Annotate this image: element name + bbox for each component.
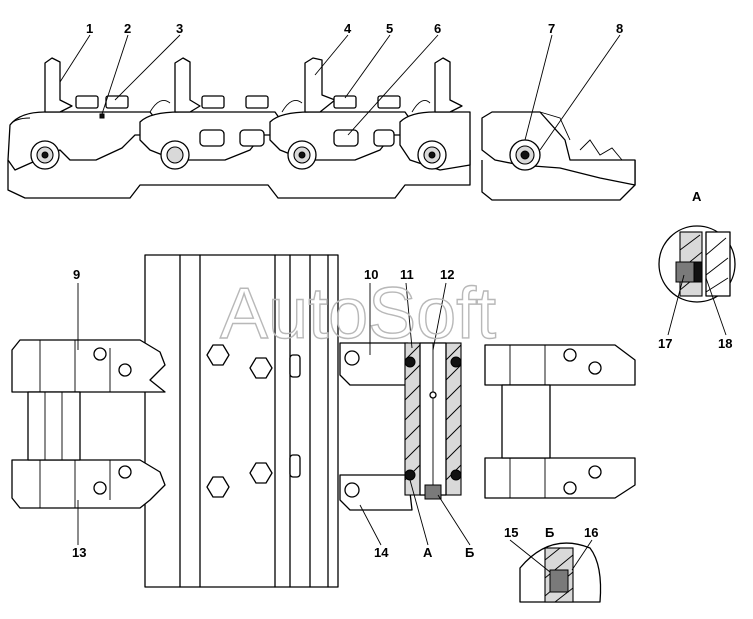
grouser-1: [44, 57, 73, 113]
callout-16: 16: [584, 525, 598, 540]
grouser-4: [434, 57, 463, 113]
section-marker-a: А: [423, 545, 433, 560]
detail-b: [519, 542, 602, 603]
track-chain-side-view: [7, 57, 636, 201]
left-link-bottom: [11, 459, 166, 509]
right-link-bottom: [484, 457, 636, 499]
leader-lines: [59, 34, 727, 573]
callout-7: 7: [548, 21, 555, 36]
callout-12: 12: [440, 267, 454, 282]
callout-labels: 1 2 3 4 5 6 7 8 9 10 11 12 13 14 15 16 1…: [72, 21, 732, 560]
callout-18: 18: [718, 336, 732, 351]
pin-section: [404, 342, 462, 500]
right-bushing: [501, 384, 551, 459]
callout-3: 3: [176, 21, 183, 36]
track-pins-side: [30, 139, 541, 171]
section-marker-b: Б: [465, 545, 474, 560]
detail-a: [658, 225, 736, 303]
grouser-2: [174, 57, 201, 113]
callout-1: 1: [86, 21, 93, 36]
right-link-top: [484, 344, 636, 386]
callout-13: 13: [72, 545, 86, 560]
callout-11: 11: [400, 267, 414, 282]
callout-14: 14: [374, 545, 389, 560]
left-link-top: [11, 339, 166, 393]
callout-4: 4: [344, 21, 352, 36]
callout-9: 9: [73, 267, 80, 282]
item-2-mark: [99, 113, 105, 119]
left-bushing: [27, 391, 81, 461]
link-windows: [199, 129, 395, 147]
shoe-hex-bolts: [206, 344, 301, 498]
watermark-text: AutoSoft: [220, 274, 496, 354]
track-chain-plan-view: [11, 254, 636, 588]
grouser-3: [304, 57, 336, 113]
callout-6: 6: [434, 21, 441, 36]
track-bolts-top: [75, 95, 401, 109]
callout-15: 15: [504, 525, 518, 540]
callout-10: 10: [364, 267, 378, 282]
callout-17: 17: [658, 336, 672, 351]
section-labels: А А Б Б: [423, 189, 702, 560]
callout-2: 2: [124, 21, 131, 36]
link-body-5: [481, 111, 636, 186]
callout-8: 8: [616, 21, 623, 36]
middle-link-bottom: [339, 474, 413, 511]
detail-b-title: Б: [545, 525, 554, 540]
callout-5: 5: [386, 21, 393, 36]
detail-a-title: А: [692, 189, 702, 204]
track-shoe-plate: [144, 254, 339, 588]
